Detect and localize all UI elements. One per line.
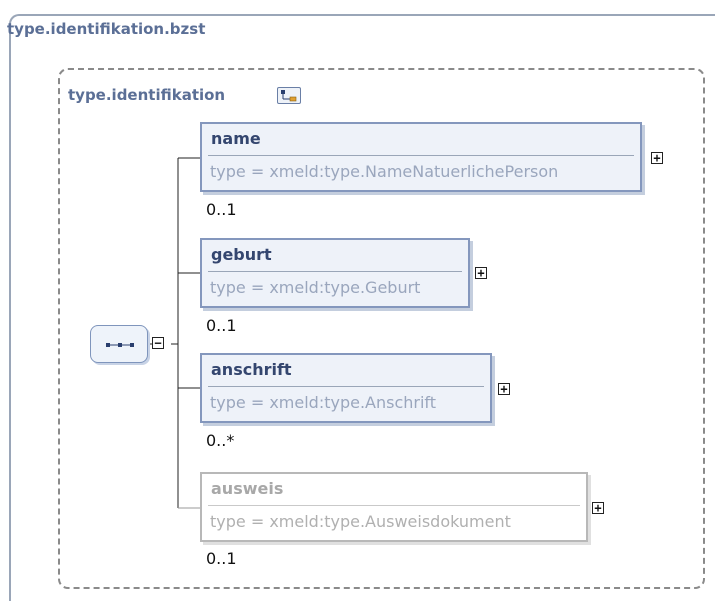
element-anschrift-expand-toggle[interactable]: + xyxy=(498,383,510,395)
element-ausweis-label: ausweis xyxy=(211,479,284,498)
element-geburt-box[interactable]: geburt type = xmeld:type.Geburt xyxy=(200,238,470,308)
element-geburt-type: type = xmeld:type.Geburt xyxy=(210,278,421,297)
element-anschrift-label: anschrift xyxy=(211,360,292,379)
sequence-compositor[interactable] xyxy=(90,325,148,363)
element-geburt-expand-toggle[interactable]: + xyxy=(475,267,487,279)
element-anschrift-separator xyxy=(208,386,484,387)
element-ausweis-cardinality: 0..1 xyxy=(206,549,237,568)
outer-type-title: type.identifikation.bzst xyxy=(7,20,206,38)
element-ausweis-separator xyxy=(208,505,580,506)
complex-type-icon-graphic xyxy=(281,90,297,102)
sequence-compositor-icon xyxy=(106,343,134,347)
inner-type-frame xyxy=(58,68,705,589)
element-ausweis-box[interactable]: ausweis type = xmeld:type.Ausweisdokumen… xyxy=(200,472,588,542)
sequence-collapse-toggle[interactable]: − xyxy=(152,337,164,349)
element-geburt-separator xyxy=(208,271,462,272)
element-ausweis-type: type = xmeld:type.Ausweisdokument xyxy=(210,512,511,531)
element-name-cardinality: 0..1 xyxy=(206,200,237,219)
element-geburt-cardinality: 0..1 xyxy=(206,316,237,335)
inner-type-title: type.identifikation xyxy=(68,86,226,104)
element-name-type: type = xmeld:type.NameNatuerlichePerson xyxy=(210,162,559,181)
element-anschrift-cardinality: 0..* xyxy=(206,431,235,450)
complex-type-icon[interactable] xyxy=(277,87,301,104)
element-anschrift-box[interactable]: anschrift type = xmeld:type.Anschrift xyxy=(200,353,492,423)
element-geburt-label: geburt xyxy=(211,245,272,264)
element-ausweis-expand-toggle[interactable]: + xyxy=(592,502,604,514)
element-name-separator xyxy=(208,155,634,156)
outer-type-frame xyxy=(9,14,715,601)
element-anschrift-type: type = xmeld:type.Anschrift xyxy=(210,393,437,412)
element-name-box[interactable]: name type = xmeld:type.NameNatuerlichePe… xyxy=(200,122,642,192)
element-name-expand-toggle[interactable]: + xyxy=(651,152,663,164)
element-name-label: name xyxy=(211,129,261,148)
